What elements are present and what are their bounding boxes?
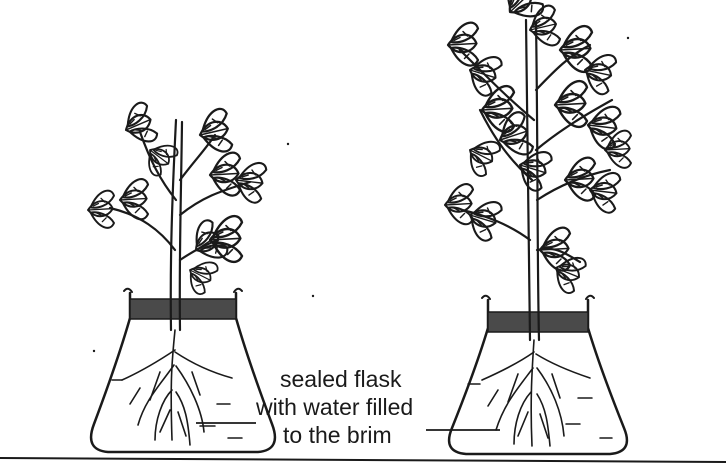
left-flask-seal	[130, 299, 236, 319]
bench-line	[0, 458, 726, 462]
left-roots	[122, 330, 232, 445]
right-setup	[445, 0, 631, 454]
caption-line-3: to the brim	[283, 422, 392, 448]
caption-line-1: sealed flask	[280, 366, 402, 392]
left-setup	[88, 101, 275, 452]
left-water-marks	[112, 380, 242, 438]
caption-line-2: with water filled	[255, 394, 413, 420]
left-foliage	[88, 101, 267, 296]
flask-caption: sealed flask with water filled to the br…	[255, 366, 413, 448]
